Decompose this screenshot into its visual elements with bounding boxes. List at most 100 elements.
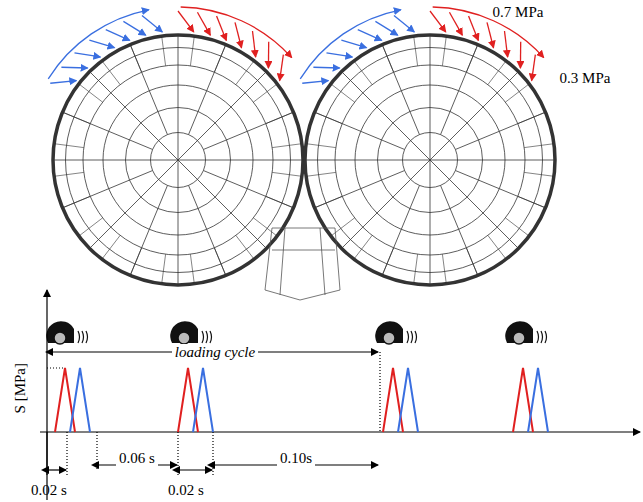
- pressure-arrow: [61, 67, 87, 69]
- time-dimension: 0.02 s: [31, 482, 67, 499]
- mesh-radial: [414, 36, 418, 66]
- mesh-radial: [315, 196, 343, 207]
- motion-line: [82, 331, 84, 343]
- pressure-arrow: [74, 53, 100, 57]
- mesh-radial: [518, 112, 546, 123]
- shear-arrow: [48, 10, 149, 79]
- mesh-radial: [178, 160, 266, 248]
- pressure-arrow: [469, 16, 479, 40]
- mesh-radial: [430, 72, 518, 160]
- mesh-radial: [441, 185, 478, 275]
- mesh-radial: [90, 160, 178, 248]
- mesh-radial: [190, 254, 194, 284]
- load-pulses: [55, 368, 548, 432]
- mesh-radial: [253, 84, 277, 102]
- mesh-radial: [190, 36, 194, 66]
- mesh-radial: [178, 160, 303, 161]
- motion-line: [545, 331, 547, 343]
- mesh-radial: [382, 248, 393, 276]
- motion-line: [78, 331, 80, 343]
- pressure-label: 0.7 MPa: [493, 4, 544, 21]
- load-arrows: [48, 7, 543, 83]
- mesh-radial: [430, 160, 518, 248]
- mesh-radial: [130, 45, 167, 135]
- mesh-radial: [305, 160, 430, 161]
- mesh-radial: [455, 171, 545, 208]
- mesh-radial: [315, 112, 405, 149]
- wheel-hub: [383, 332, 395, 344]
- tire-outline: [53, 35, 303, 285]
- shear-arrow: [181, 7, 292, 58]
- mesh-radial: [524, 144, 554, 148]
- pressure-arrow: [123, 21, 145, 35]
- mesh-radial: [518, 196, 546, 207]
- mesh-radial: [79, 84, 103, 102]
- pressure-label: 0.3 MPa: [560, 70, 611, 87]
- mesh-radial: [505, 218, 529, 236]
- pressure-arrow: [487, 22, 494, 47]
- time-dimension: 0.02 s: [168, 482, 204, 499]
- axis-label: S [MPa]: [12, 363, 29, 413]
- mesh-radial: [272, 172, 302, 176]
- pressure-arrow: [197, 12, 210, 35]
- mesh-radial: [214, 45, 225, 73]
- pressure-arrow: [358, 30, 382, 41]
- mesh-radial: [236, 61, 254, 85]
- mesh-radial: [488, 235, 506, 259]
- mesh-radial: [315, 171, 405, 208]
- mesh-radial: [236, 235, 254, 259]
- wheel-icon: [170, 321, 198, 343]
- wheel-icon: [375, 321, 403, 343]
- mesh-radial: [102, 61, 120, 85]
- chart-axes: [40, 290, 640, 500]
- time-dimension: 0.06 s: [116, 450, 158, 467]
- mesh-radial: [342, 160, 430, 248]
- mesh-radial: [382, 45, 393, 73]
- mesh-radial: [272, 144, 302, 148]
- mesh-radial: [63, 112, 153, 149]
- pressure-arrow: [268, 42, 270, 68]
- mesh-radial: [90, 72, 178, 160]
- mesh-radial: [382, 185, 419, 275]
- mesh-radial: [505, 84, 529, 102]
- mesh-radial: [455, 112, 545, 149]
- mesh-radial: [441, 45, 478, 135]
- mesh-radial: [162, 36, 166, 66]
- motion-line: [411, 331, 413, 343]
- mesh-radial: [354, 235, 372, 259]
- motion-line: [541, 331, 543, 343]
- wheel-icon: [46, 321, 74, 343]
- mesh-radial: [414, 254, 418, 284]
- mesh-radial: [130, 185, 167, 275]
- mesh-radial: [466, 248, 477, 276]
- wheel-hub: [54, 332, 66, 344]
- mesh-radial: [488, 61, 506, 85]
- mesh-radial: [178, 35, 179, 160]
- pressure-arrow: [253, 31, 256, 57]
- mesh-radial: [466, 45, 477, 73]
- mesh-radial: [203, 171, 293, 208]
- motion-line: [210, 331, 212, 343]
- mesh-radial: [63, 112, 91, 123]
- load-pulse: [528, 368, 548, 432]
- pressure-arrow: [280, 55, 284, 81]
- contact-patch: [265, 228, 340, 300]
- pressure-arrow: [178, 11, 194, 32]
- pressure-arrow: [520, 42, 522, 68]
- mesh-radial: [342, 72, 430, 160]
- mesh-radial: [315, 112, 343, 123]
- mesh-radial: [162, 254, 166, 284]
- mesh-radial: [102, 235, 120, 259]
- mesh-radial: [430, 160, 555, 161]
- mesh-radial: [214, 248, 225, 276]
- mesh-radial: [331, 84, 355, 102]
- motion-line: [86, 331, 88, 343]
- mesh-radial: [178, 72, 266, 160]
- motion-line: [407, 331, 409, 343]
- mesh-radial: [524, 172, 554, 176]
- load-pulse: [398, 368, 418, 432]
- motion-line: [202, 331, 204, 343]
- pressure-arrow: [302, 81, 328, 84]
- mesh-radial: [266, 196, 294, 207]
- mesh-radial: [442, 254, 446, 284]
